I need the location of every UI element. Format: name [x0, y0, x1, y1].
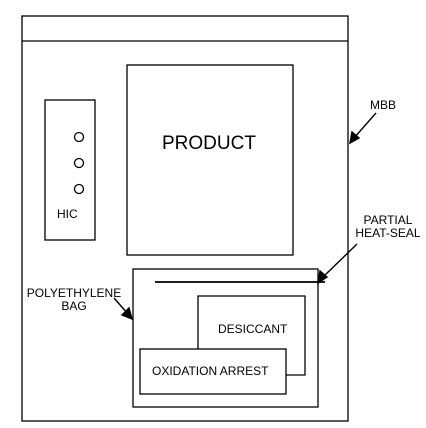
mbb-label: MBB — [370, 98, 397, 112]
hic-indicator-dot — [73, 157, 85, 169]
hic-indicator-dot — [73, 183, 85, 195]
hic-label: HIC — [57, 207, 78, 221]
mbb-outline — [21, 15, 349, 422]
partial-heat-seal-label-line2: HEAT-SEAL — [355, 225, 421, 240]
polyethylene-bag — [132, 268, 319, 408]
hic-indicator-dot — [73, 131, 85, 143]
partial-heat-seal-label-line1: PARTIAL — [363, 213, 413, 227]
product-label: PRODUCT — [162, 133, 256, 154]
desiccant-label: DESICCANT — [218, 322, 288, 336]
polyethylene-bag-arrow — [113, 297, 134, 321]
partial-heat-seal-arrow — [317, 243, 358, 285]
polyethylene-bag-label-line2: BAG — [61, 298, 87, 313]
product-box — [126, 64, 294, 256]
polyethylene-bag-label: POLYETHYLENE BAG — [26, 287, 122, 312]
partial-heat-seal-label: PARTIAL HEAT-SEAL — [352, 214, 424, 239]
desiccant-pack — [197, 295, 306, 376]
hic-card — [44, 99, 96, 241]
oxidation-arrest-label: OXIDATION ARREST — [152, 364, 269, 378]
polyethylene-bag-label-line1: POLYETHYLENE — [26, 286, 122, 300]
mbb-arrow — [349, 112, 377, 145]
oxidation-arrest-pack — [139, 348, 287, 395]
